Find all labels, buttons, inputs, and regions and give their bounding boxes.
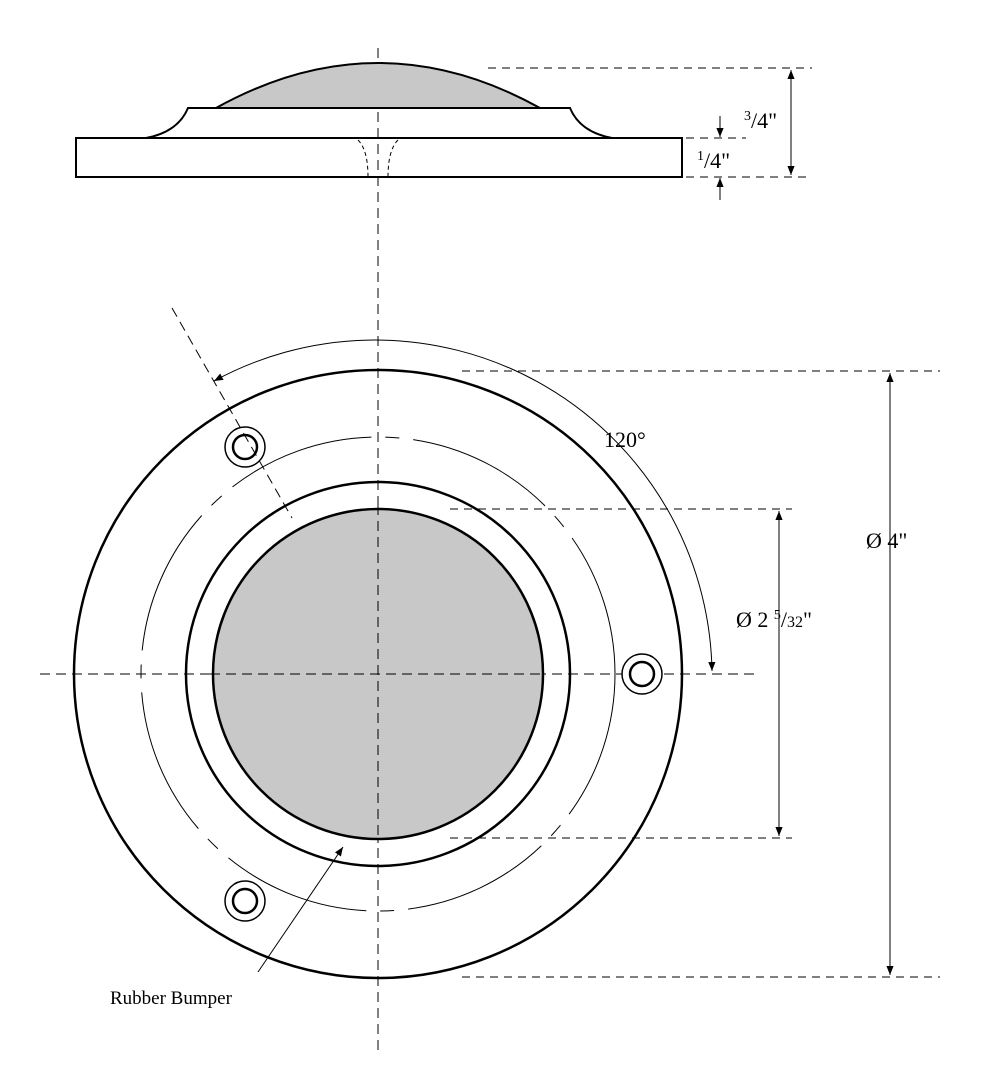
top-view: 120° Ø 4" Ø 2 5/32" Rubber Bumper <box>40 307 940 1009</box>
side-view: 3/4" 1/4" <box>75 62 812 200</box>
angle-label: 120° <box>604 427 646 452</box>
side-hidden-hole <box>357 139 399 178</box>
callout-leader <box>257 846 344 973</box>
outer-flange-circle <box>72 368 684 980</box>
side-flange <box>145 107 613 139</box>
outer-dia-label: Ø 4" <box>866 528 907 553</box>
callout-label: Rubber Bumper <box>110 988 233 1009</box>
dim-plate-label: 1/4" <box>697 148 730 173</box>
side-base-plate <box>75 137 683 178</box>
mounting-hole-right <box>621 653 663 695</box>
angled-centerline <box>171 307 293 519</box>
inner-dia-label: Ø 2 5/32" <box>736 607 812 632</box>
mounting-hole-lower-left <box>224 880 266 922</box>
side-dome <box>212 62 544 109</box>
angle-arc <box>213 339 716 672</box>
bolt-circle <box>140 436 616 912</box>
dim-height-label: 3/4" <box>744 108 777 133</box>
